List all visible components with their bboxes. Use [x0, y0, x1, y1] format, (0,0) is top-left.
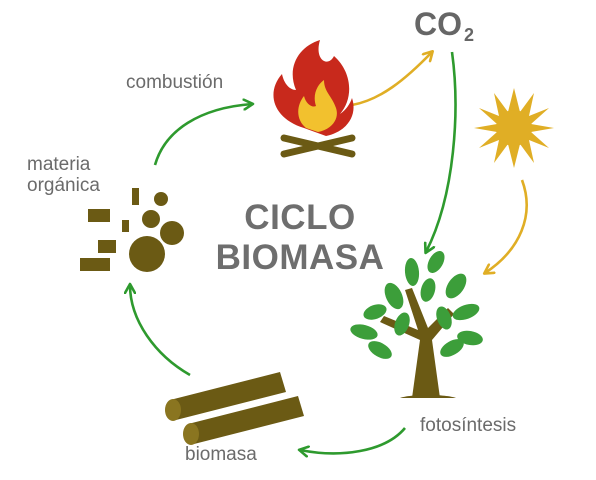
materia-line2: orgánica [27, 175, 100, 196]
arrow-biomasa-to-materia [130, 285, 191, 377]
diagram-title: CICLO BIOMASA [200, 198, 400, 278]
co2-subscript: 2 [464, 25, 475, 45]
label-combustion: combustión [126, 72, 224, 93]
arrow-co2-to-tree [426, 51, 457, 252]
materia-line1: materia [27, 154, 91, 175]
arrow-combustion-to-co2 [351, 52, 432, 107]
logs-icon [165, 372, 304, 445]
title-line2: BIOMASA [215, 238, 385, 277]
co2-main: CO [414, 6, 462, 42]
tree-icon [350, 251, 483, 398]
arrow-fotosintesis-to-biomasa [300, 427, 406, 453]
label-biomasa: biomasa [185, 444, 257, 465]
label-fotosintesis: fotosíntesis [420, 415, 517, 436]
arrow-materia-to-combustion [153, 104, 252, 166]
fire-icon [273, 40, 356, 158]
organic-matter-icon [80, 188, 184, 272]
label-materia-organica: materia orgánica [27, 154, 100, 196]
title-line1: CICLO [244, 198, 356, 237]
sun-icon [474, 88, 554, 168]
arrow-sun-to-tree [485, 179, 528, 273]
